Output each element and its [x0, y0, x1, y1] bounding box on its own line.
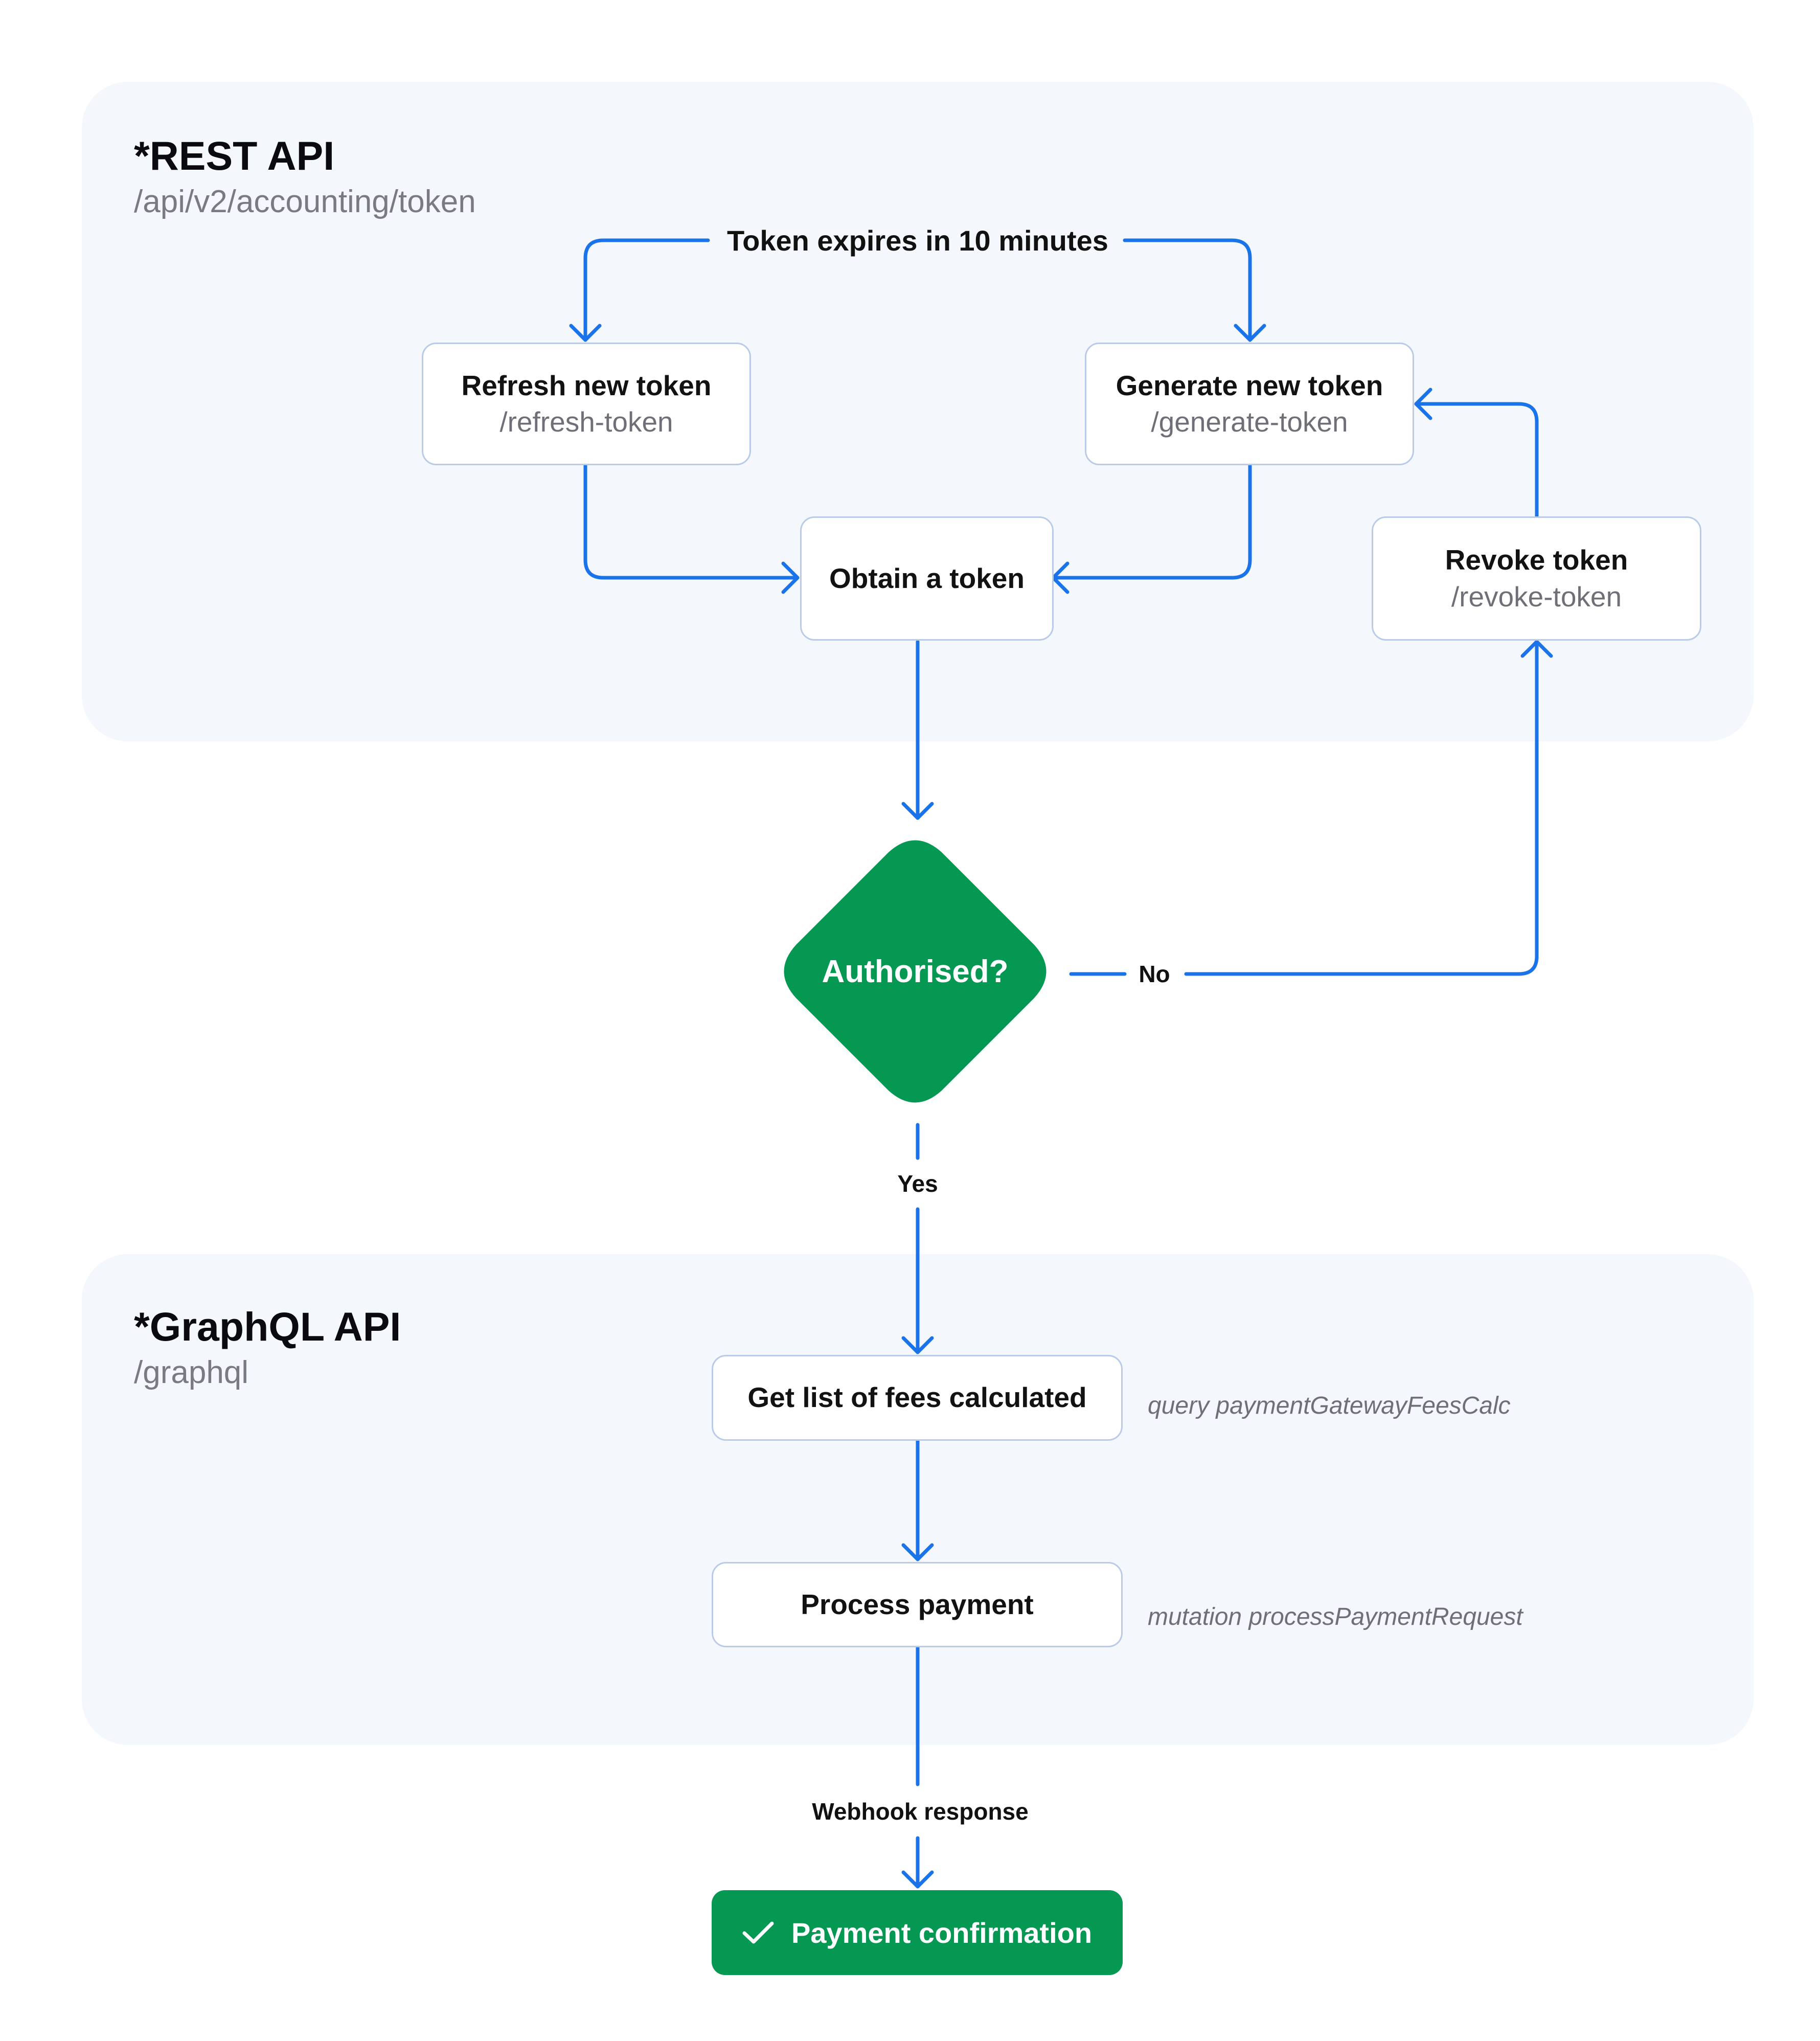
- fees-query-annotation: query paymentGatewayFeesCalc: [1148, 1392, 1511, 1419]
- authorised-label: Authorised?: [822, 954, 1009, 989]
- webhook-response-label: Webhook response: [812, 1798, 1029, 1825]
- process-payment-node: Process payment: [712, 1562, 1123, 1647]
- arrowhead-generate: [1234, 324, 1266, 342]
- connector-expiry-to-refresh: [583, 238, 710, 342]
- arrowhead-confirmation: [901, 1870, 934, 1889]
- decision-diamond-shape: [784, 840, 1046, 1103]
- arrowhead-revoke: [1520, 640, 1553, 658]
- token-expiry-label: Token expires in 10 minutes: [727, 224, 1108, 257]
- fees-calculated-node: Get list of fees calculated: [712, 1355, 1123, 1441]
- connector-expiry-to-generate: [1123, 238, 1252, 342]
- payment-confirmation-label: Payment confirmation: [791, 1916, 1093, 1949]
- check-icon: [742, 1921, 774, 1944]
- arrowhead-obtain-left: [781, 561, 800, 594]
- refresh-token-path: /refresh-token: [499, 406, 673, 438]
- arrowhead-refresh: [569, 324, 602, 342]
- rest-api-path: /api/v2/accounting/token: [134, 184, 476, 219]
- generate-token-path: /generate-token: [1151, 406, 1348, 438]
- fees-calculated-title: Get list of fees calculated: [747, 1381, 1087, 1414]
- connector-refresh-to-obtain: [583, 463, 800, 580]
- obtain-token-node: Obtain a token: [800, 516, 1054, 641]
- revoke-token-node: Revoke token /revoke-token: [1372, 516, 1701, 641]
- process-payment-title: Process payment: [801, 1588, 1034, 1620]
- revoke-token-title: Revoke token: [1445, 544, 1628, 576]
- generate-token-title: Generate new token: [1116, 369, 1383, 401]
- process-mutation-annotation: mutation processPaymentRequest: [1148, 1603, 1523, 1630]
- graphql-api-path: /graphql: [134, 1355, 249, 1390]
- no-label: No: [1139, 961, 1170, 987]
- arrowhead-fees: [901, 1336, 934, 1354]
- refresh-token-title: Refresh new token: [461, 369, 712, 401]
- authorised-decision: Authorised?: [777, 833, 1053, 1109]
- refresh-token-node: Refresh new token /refresh-token: [422, 343, 751, 465]
- generate-token-node: Generate new token /generate-token: [1085, 343, 1414, 465]
- obtain-token-title: Obtain a token: [829, 562, 1025, 594]
- connector-no-to-revoke: [1184, 640, 1539, 976]
- arrowhead-decision: [901, 802, 934, 820]
- arrowhead-generate-right: [1414, 388, 1432, 420]
- yes-label: Yes: [897, 1170, 938, 1197]
- rest-api-title: *REST API: [134, 133, 335, 178]
- arrowhead-process: [901, 1543, 934, 1561]
- connector-revoke-to-generate: [1414, 402, 1539, 518]
- revoke-token-path: /revoke-token: [1451, 580, 1622, 613]
- graphql-api-title: *GraphQL API: [134, 1304, 401, 1349]
- payment-confirmation-node: Payment confirmation: [712, 1890, 1123, 1975]
- connector-generate-to-obtain: [1051, 463, 1252, 580]
